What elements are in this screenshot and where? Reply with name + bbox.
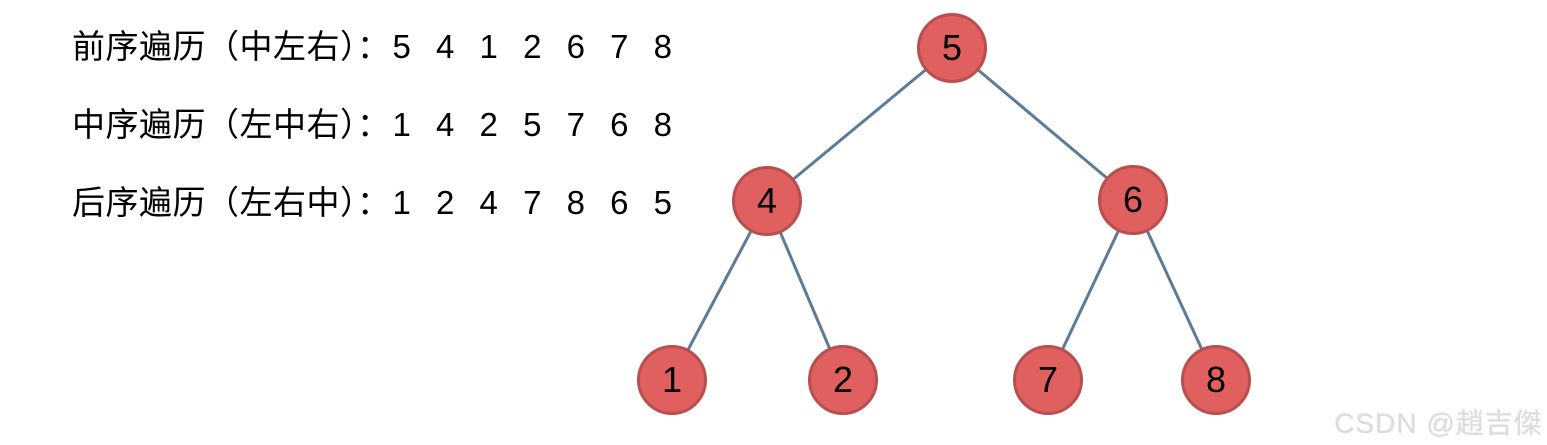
inorder-sequence: 1 4 2 5 7 6 8 (392, 106, 680, 143)
preorder-traversal-line: 前序遍历（中左右）：5 4 1 2 6 7 8 (72, 30, 680, 63)
tree-node-5: 5 (917, 13, 987, 83)
inorder-traversal-line: 中序遍历（左中右）：1 4 2 5 7 6 8 (72, 108, 680, 141)
csdn-watermark: CSDN @趙吉傑 (1334, 408, 1543, 439)
tree-node-7: 7 (1013, 345, 1083, 415)
tree-node-1: 1 (637, 345, 707, 415)
tree-node-8: 8 (1181, 345, 1251, 415)
tree-node-2: 2 (808, 345, 878, 415)
tree-edge-5-4 (766, 46, 953, 203)
postorder-traversal-line: 后序遍历（左右中）：1 2 4 7 8 6 5 (72, 186, 680, 219)
tree-node-4: 4 (732, 166, 802, 236)
traversal-list: 前序遍历（中左右）：5 4 1 2 6 7 8 中序遍历（左中右）：1 4 2 … (72, 30, 680, 264)
inorder-label: 中序遍历（左中右）： (72, 106, 391, 143)
postorder-label: 后序遍历（左右中）： (72, 184, 391, 221)
tree-edge-5-6 (951, 46, 1134, 202)
postorder-sequence: 1 2 4 7 8 6 5 (392, 184, 680, 221)
preorder-label: 前序遍历（中左右）： (72, 28, 391, 65)
preorder-sequence: 5 4 1 2 6 7 8 (392, 28, 680, 65)
tree-node-6: 6 (1098, 165, 1168, 235)
